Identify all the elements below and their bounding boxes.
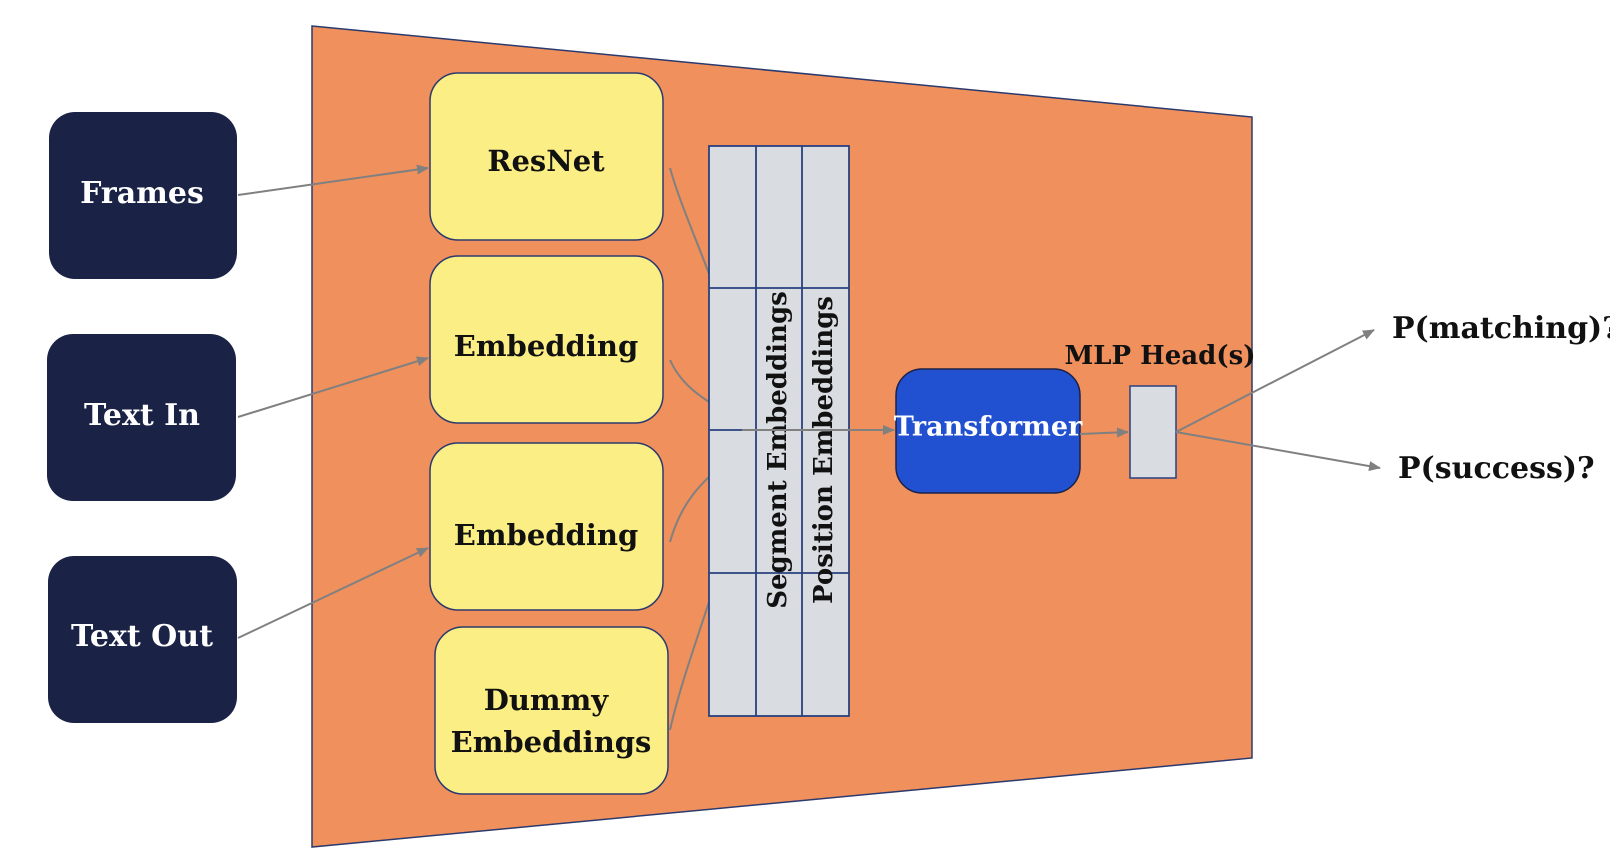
output-success-label: P(success)? xyxy=(1398,451,1595,486)
arrow-transformer-to-mlp xyxy=(1079,427,1129,438)
input-frames-label: Frames xyxy=(80,176,204,211)
transformer-block: Transformer xyxy=(894,368,1083,494)
encoder-embedding-text-out-box xyxy=(429,442,664,611)
encoder-embedding-text-out-label: Embedding xyxy=(454,518,638,552)
segment-embeddings-label: Segment Embeddings xyxy=(763,291,793,609)
input-frames: Frames xyxy=(49,112,237,279)
arrow-mlp-to-matching xyxy=(1175,329,1375,433)
encoder-dummy-line2: Embeddings xyxy=(451,725,652,759)
encoder-embedding-text-in-box xyxy=(429,255,664,424)
output-matching-label: P(matching)? xyxy=(1392,311,1610,346)
encoder-dummy-line1: Dummy xyxy=(484,683,610,717)
arrow-text-in-to-embedding xyxy=(237,356,429,418)
encoder-dummy-embeddings-box xyxy=(434,626,669,795)
encoder-embedding-text-in-label: Embedding xyxy=(454,329,638,363)
arrow-mlp-to-success xyxy=(1175,431,1381,472)
input-text-in-box xyxy=(47,334,236,501)
encoder-resnet-box xyxy=(429,72,664,241)
encoder-embedding-text-in: Embedding xyxy=(429,255,664,424)
input-frames-box xyxy=(49,112,237,279)
input-text-out-box xyxy=(48,556,237,723)
encoder-dummy-embeddings: Dummy Embeddings xyxy=(434,626,669,795)
encoder-resnet-label: ResNet xyxy=(487,144,605,178)
input-text-out-label: Text Out xyxy=(71,619,213,654)
transformer-label: Transformer xyxy=(894,412,1083,443)
position-embeddings-label: Position Embeddings xyxy=(809,296,839,604)
mlp-head-box xyxy=(1129,385,1177,479)
sequence-grid: Segment Embeddings Position Embeddings xyxy=(708,145,850,717)
encoder-embedding-text-out: Embedding xyxy=(429,442,664,611)
input-text-in-label: Text In xyxy=(84,398,200,433)
encoder-dummy-embeddings-label: Dummy Embeddings xyxy=(451,683,652,759)
arrow-text-out-to-embedding xyxy=(237,547,429,639)
transformer-box xyxy=(895,368,1081,494)
input-text-out: Text Out xyxy=(48,556,237,723)
input-text-in: Text In xyxy=(47,334,236,501)
encoder-resnet: ResNet xyxy=(429,72,664,241)
mlp-head-label: MLP Head(s) xyxy=(1064,341,1255,371)
mlp-head-block: MLP Head(s) xyxy=(1064,341,1256,479)
arrow-frames-to-resnet xyxy=(237,164,429,196)
